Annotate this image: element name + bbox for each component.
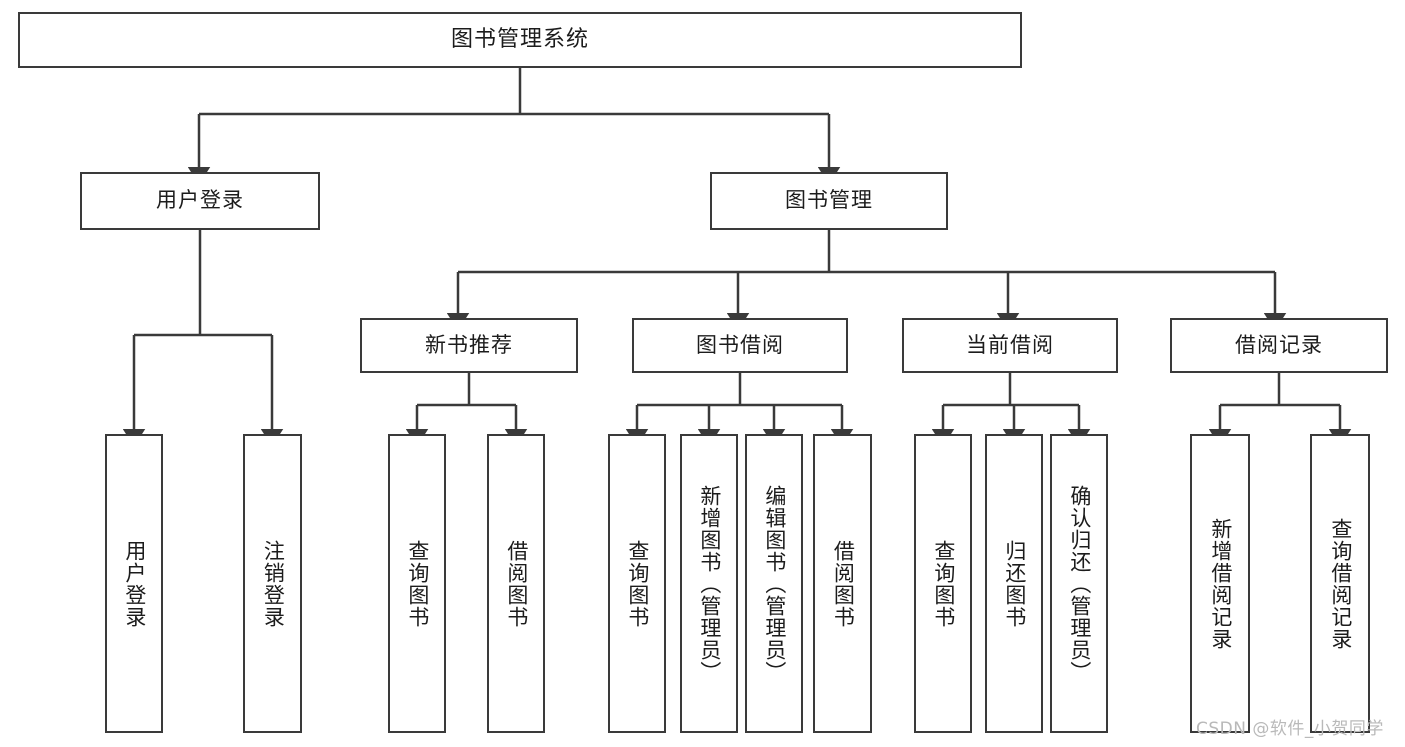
leaf-add-book-admin[interactable]: 新增图书（管理员） [680,434,738,733]
leaf-borrow-book-2[interactable]: 借阅图书 [813,434,872,733]
leaf-user-logout[interactable]: 注销登录 [243,434,302,733]
node-borrow-record[interactable]: 借阅记录 [1170,318,1388,373]
leaf-edit-book-admin[interactable]: 编辑图书（管理员） [745,434,803,733]
connector-lines [122,68,1352,447]
leaf-label: 新增借阅记录 [1208,517,1233,650]
node-root[interactable]: 图书管理系统 [18,12,1022,68]
leaf-query-book-2[interactable]: 查询图书 [608,434,666,733]
csdn-watermark: CSDN @软件_小贺同学 [1196,719,1384,739]
node-label: 用户登录 [156,188,244,213]
node-book-borrow[interactable]: 图书借阅 [632,318,848,373]
leaf-add-borrow-record[interactable]: 新增借阅记录 [1190,434,1250,733]
leaf-label: 新增图书（管理员） [697,484,722,683]
leaf-label: 注销登录 [261,539,286,628]
leaf-query-book-3[interactable]: 查询图书 [914,434,972,733]
node-current-borrow[interactable]: 当前借阅 [902,318,1118,373]
leaf-label: 确认归还（管理员） [1067,484,1092,683]
leaf-label: 查询图书 [931,539,956,628]
leaf-return-book[interactable]: 归还图书 [985,434,1043,733]
leaf-label: 查询图书 [625,539,650,628]
node-user-login[interactable]: 用户登录 [80,172,320,230]
leaf-label: 借阅图书 [504,539,529,628]
leaf-confirm-return-admin[interactable]: 确认归还（管理员） [1050,434,1108,733]
leaf-label: 用户登录 [122,539,147,628]
leaf-query-borrow-record[interactable]: 查询借阅记录 [1310,434,1370,733]
node-label: 新书推荐 [425,332,513,357]
leaf-label: 借阅图书 [831,539,856,628]
leaf-query-book-1[interactable]: 查询图书 [388,434,446,733]
node-new-book-recommend[interactable]: 新书推荐 [360,318,578,373]
node-label: 当前借阅 [966,332,1054,357]
node-root-label: 图书管理系统 [450,26,589,52]
leaf-user-login[interactable]: 用户登录 [105,434,163,733]
leaf-label: 查询借阅记录 [1328,517,1353,650]
node-label: 图书管理 [785,188,873,213]
node-label: 图书借阅 [696,332,784,357]
leaf-label: 编辑图书（管理员） [762,484,787,683]
leaf-label: 归还图书 [1002,539,1027,628]
leaf-label: 查询图书 [405,539,430,628]
node-book-manage[interactable]: 图书管理 [710,172,948,230]
leaf-borrow-book-1[interactable]: 借阅图书 [487,434,545,733]
node-label: 借阅记录 [1235,332,1323,357]
